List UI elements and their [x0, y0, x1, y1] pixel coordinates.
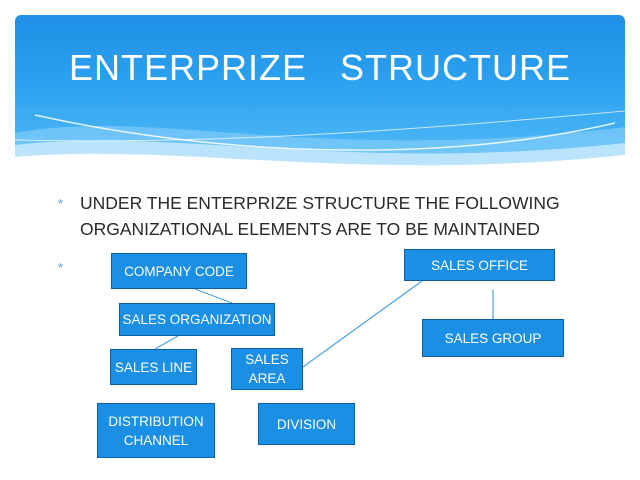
- bullet-list: * UNDER THE ENTERPRIZE STRUCTURE THE FOL…: [58, 190, 598, 280]
- bullet-item: * UNDER THE ENTERPRIZE STRUCTURE THE FOL…: [58, 190, 598, 242]
- title-banner: ENTERPRIZE STRUCTURE: [15, 15, 625, 180]
- connector-salesorg-salesline: [154, 335, 179, 350]
- connector-company-salesorg: [194, 288, 233, 304]
- page-title: ENTERPRIZE STRUCTURE: [68, 47, 572, 88]
- division-box: DIVISION: [258, 403, 355, 445]
- connector-salesoffice-salesarea: [302, 280, 423, 368]
- distribution-channel-box: DISTRIBUTION CHANNEL: [97, 403, 215, 458]
- sales-office-box: SALES OFFICE: [404, 249, 555, 281]
- sales-line-box: SALES LINE: [110, 349, 197, 385]
- bullet-star-icon: *: [58, 260, 64, 275]
- bullet-text: UNDER THE ENTERPRIZE STRUCTURE THE FOLLO…: [80, 193, 560, 239]
- bullet-star-icon: *: [58, 196, 64, 211]
- wave-decoration: [15, 110, 625, 180]
- sales-organization-box: SALES ORGANIZATION: [119, 303, 275, 336]
- sales-area-box: SALES AREA: [231, 348, 303, 390]
- bullet-item: *: [58, 254, 598, 280]
- company-code-box: COMPANY CODE: [111, 253, 247, 289]
- sales-group-box: SALES GROUP: [422, 319, 564, 357]
